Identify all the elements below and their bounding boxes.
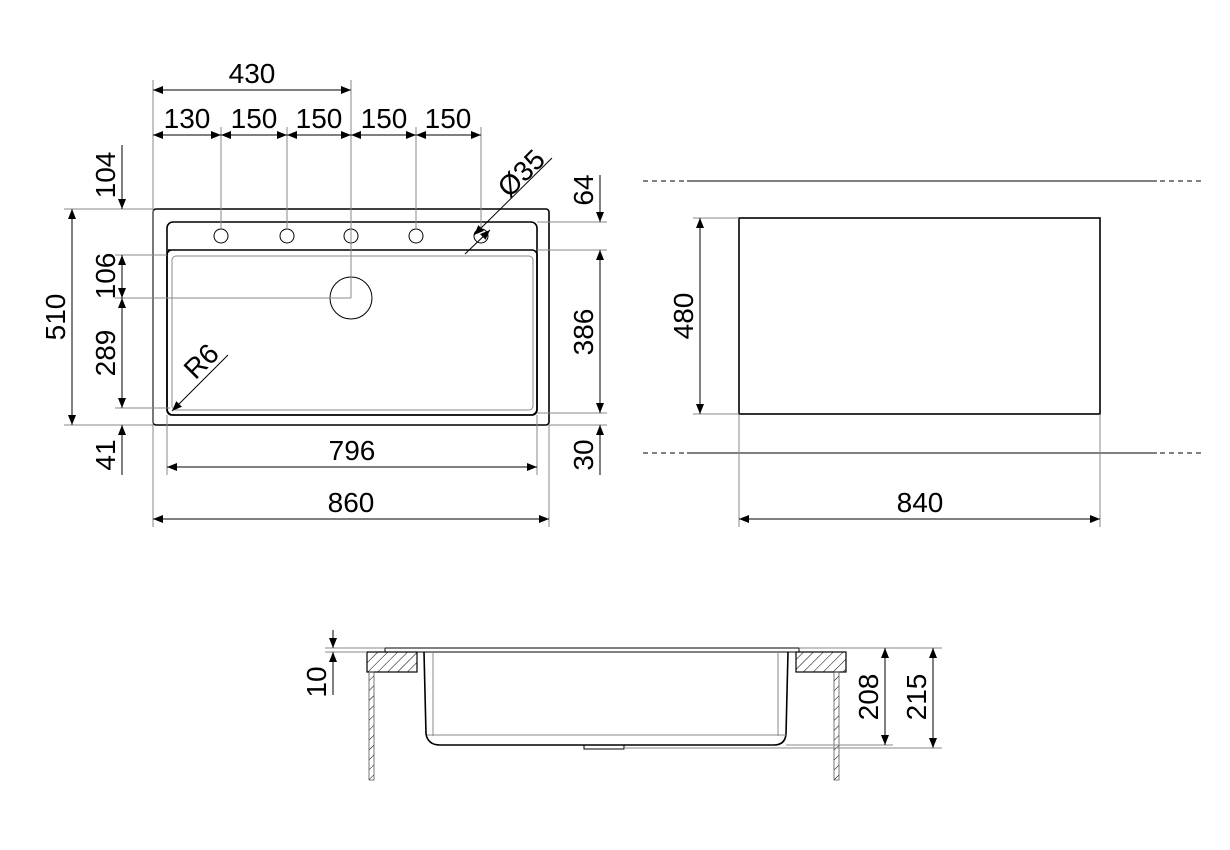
dim-30: 30	[568, 439, 599, 470]
worktop-right	[795, 651, 847, 673]
dim-289: 289	[90, 330, 121, 377]
dim-150-d: 150	[425, 103, 472, 134]
sink-flange	[384, 647, 800, 653]
dim-150-a: 150	[231, 103, 278, 134]
dim-106: 106	[90, 253, 121, 300]
dim-860: 860	[328, 487, 375, 518]
section-view: 10 208 215	[301, 630, 942, 781]
dim-215: 215	[901, 674, 932, 721]
bowl-outline	[166, 249, 538, 416]
dim-208: 208	[853, 674, 884, 721]
dim-radius: R6	[178, 338, 225, 385]
dim-430: 430	[229, 58, 276, 89]
cutout-rect	[738, 217, 1101, 415]
dim-386: 386	[568, 309, 599, 356]
dim-150-c: 150	[361, 103, 408, 134]
worktop-left	[366, 651, 418, 673]
dim-150-b: 150	[296, 103, 343, 134]
dim-480: 480	[668, 293, 699, 340]
dim-796: 796	[329, 435, 376, 466]
dim-64: 64	[568, 174, 599, 205]
cutout-view: 480 840	[643, 180, 1205, 527]
bowl-section-profile	[423, 651, 789, 746]
dim-41: 41	[90, 439, 121, 470]
drain-outlet	[583, 744, 625, 750]
dim-510: 510	[40, 294, 71, 341]
dim-840: 840	[897, 487, 944, 518]
dim-130: 130	[164, 103, 211, 134]
cabinet-wall-left	[368, 671, 375, 781]
cabinet-wall-right	[833, 671, 840, 781]
top-view: 430 130 150 150 150 150 510 104 106 289 …	[40, 58, 607, 527]
dim-104: 104	[90, 152, 121, 199]
bowl-inner-line	[171, 255, 534, 411]
dim-10: 10	[301, 666, 332, 697]
dim-hole-diameter: Ø35	[492, 144, 551, 203]
